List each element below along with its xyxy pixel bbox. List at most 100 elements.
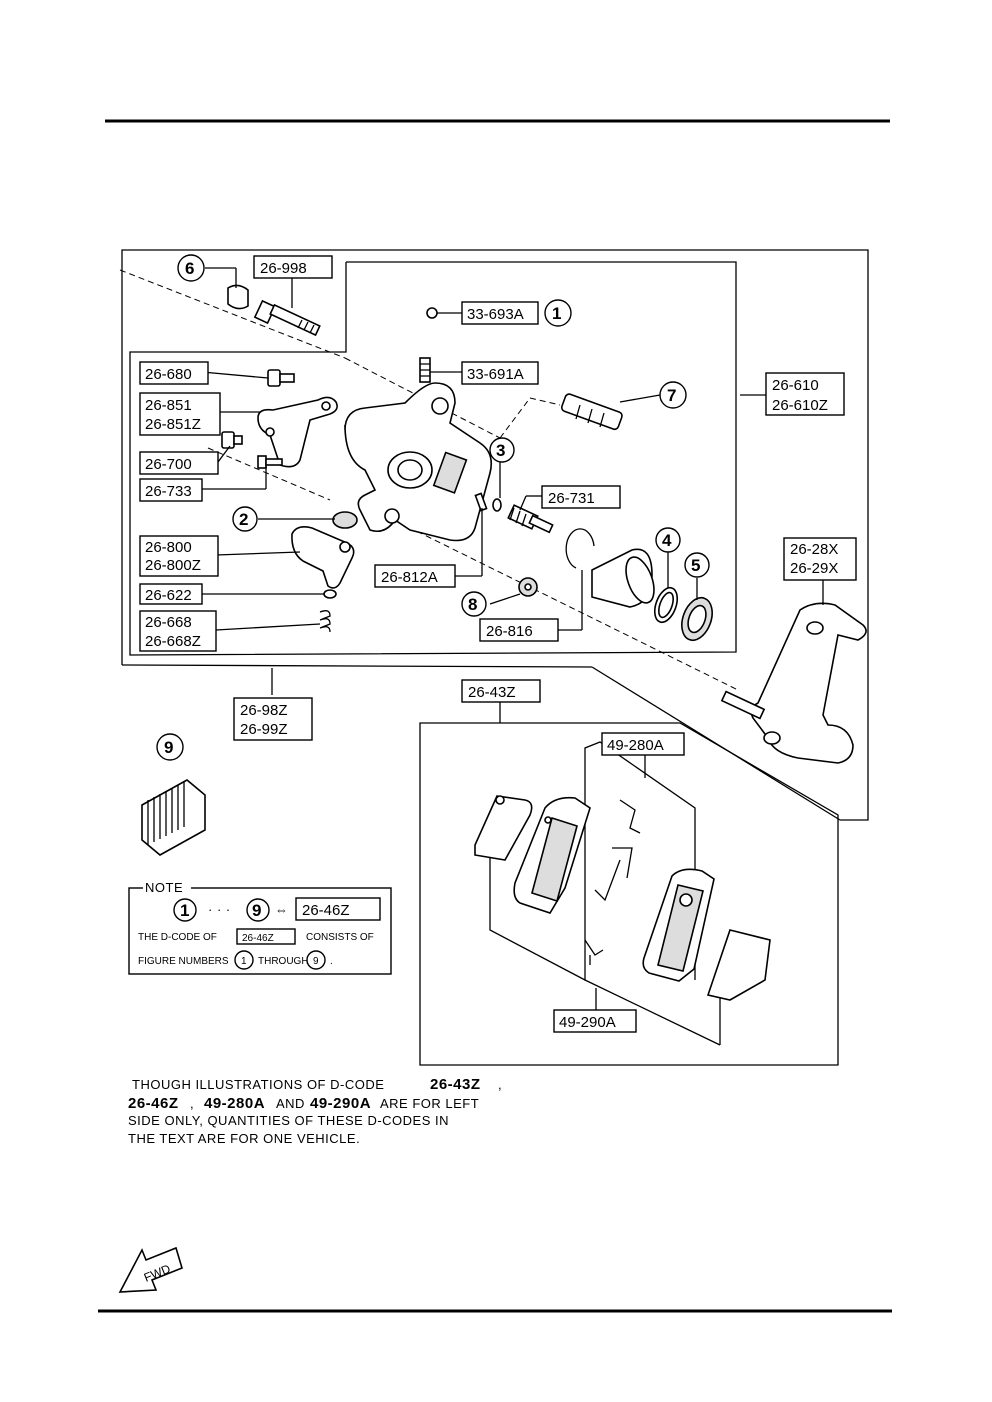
lever-boot-part <box>332 511 358 529</box>
callout-5: 5 <box>684 552 710 578</box>
svg-text:26-46Z: 26-46Z <box>128 1095 179 1112</box>
svg-text:26-28X: 26-28X <box>790 541 838 558</box>
dash-4 <box>389 517 739 691</box>
svg-text:9: 9 <box>313 956 319 967</box>
svg-text:26-816: 26-816 <box>486 623 533 640</box>
dash-3 <box>207 447 331 501</box>
outer-brake-pad-part <box>513 796 591 914</box>
svg-text:26-668Z: 26-668Z <box>145 633 201 650</box>
anti-rattle-clip-b-part <box>584 939 604 965</box>
label-49-280a: 49-280A <box>601 732 685 756</box>
leader-lines <box>201 267 824 1010</box>
callout-6: 6 <box>177 254 205 282</box>
snap-ring-part <box>565 528 595 569</box>
o-ring-part <box>492 498 502 512</box>
svg-text:49-280A: 49-280A <box>204 1095 265 1112</box>
label-26-851: 26-851 26-851Z <box>139 392 221 436</box>
outer-assembly-frame <box>121 249 869 821</box>
svg-text:AND: AND <box>276 1096 305 1111</box>
svg-text:2: 2 <box>239 510 248 529</box>
callout-4: 4 <box>655 527 681 553</box>
svg-text:6: 6 <box>185 259 194 278</box>
svg-text:4: 4 <box>662 531 672 550</box>
fwd-arrow-icon: FWD <box>118 1246 183 1293</box>
svg-text:26-800Z: 26-800Z <box>145 557 201 574</box>
washer-part <box>323 589 337 599</box>
parking-lever-bracket-part <box>257 396 338 468</box>
label-26-816: 26-816 <box>479 618 559 642</box>
svg-text:⇔: ⇔ <box>275 902 289 917</box>
piston-seal-part <box>653 586 679 624</box>
label-26-731: 26-731 <box>541 485 621 509</box>
svg-text:9: 9 <box>164 738 173 757</box>
label-26-812a: 26-812A <box>374 564 456 588</box>
pin-part <box>257 455 283 469</box>
svg-text:33-691A: 33-691A <box>467 366 524 383</box>
callout-9: 9 <box>156 733 184 761</box>
label-26-98z: 26-98Z 26-99Z <box>233 697 313 741</box>
caliper-frame <box>129 261 737 656</box>
outer-shim-part <box>474 795 533 861</box>
spring-part <box>319 610 331 633</box>
svg-text:5: 5 <box>691 556 700 575</box>
pad-frame-a <box>489 741 696 982</box>
callout-8: 8 <box>461 591 487 617</box>
svg-text:33-693A: 33-693A <box>467 306 524 323</box>
dust-cap-part <box>227 284 249 310</box>
svg-text:26-800: 26-800 <box>145 539 192 556</box>
inner-shim-part <box>706 929 771 1001</box>
note-box: NOTE 1 · · · 9 ⇔ 26-46Z THE D-CODE OF 26… <box>128 880 392 975</box>
svg-text:THE TEXT ARE FOR ONE VEHICLE.: THE TEXT ARE FOR ONE VEHICLE. <box>128 1131 360 1146</box>
callout-1: 1 <box>544 299 572 327</box>
callout-3: 3 <box>489 437 515 463</box>
dash-5 <box>529 397 561 406</box>
label-26-680: 26-680 <box>139 361 209 385</box>
inner-brake-pad-part <box>642 868 715 982</box>
label-26-800: 26-800 26-800Z <box>139 535 219 577</box>
label-26-610: 26-610 26-610Z <box>765 372 845 416</box>
nut-part <box>221 431 243 449</box>
piston-part <box>591 548 655 608</box>
svg-text:3: 3 <box>496 441 505 460</box>
svg-text:ARE FOR LEFT: ARE FOR LEFT <box>380 1096 479 1111</box>
svg-text:49-280A: 49-280A <box>607 737 664 754</box>
callout-2: 2 <box>232 506 258 532</box>
svg-text:.: . <box>330 956 333 967</box>
adjuster-spindle-part <box>507 504 554 534</box>
svg-text:26-851Z: 26-851Z <box>145 416 201 433</box>
svg-text:26-610Z: 26-610Z <box>772 397 828 414</box>
svg-text:· · ·: · · · <box>208 902 231 917</box>
pad-frame-b <box>584 979 721 1046</box>
label-49-290a: 49-290A <box>553 1009 637 1033</box>
svg-text:1: 1 <box>241 956 247 967</box>
guide-bolt-part <box>253 299 321 337</box>
svg-text:THOUGH ILLUSTRATIONS OF D-CODE: THOUGH ILLUSTRATIONS OF D-CODE <box>132 1077 384 1092</box>
label-26-28x: 26-28X 26-29X <box>783 537 857 581</box>
footer-note: THOUGH ILLUSTRATIONS OF D-CODE 26-43Z , … <box>128 1076 502 1146</box>
caliper-body-part <box>344 382 493 542</box>
adjuster-nut-part <box>518 577 538 597</box>
svg-text:CONSISTS OF: CONSISTS OF <box>306 932 374 943</box>
bleeder-screw-part <box>419 357 462 383</box>
svg-text:7: 7 <box>667 386 676 405</box>
svg-text:1: 1 <box>180 901 189 920</box>
svg-text:1: 1 <box>552 304 561 323</box>
dust-boot-part <box>681 596 713 642</box>
svg-text:26-610: 26-610 <box>772 377 819 394</box>
svg-text:26-680: 26-680 <box>145 366 192 383</box>
label-26-998: 26-998 <box>253 255 333 279</box>
parking-lever-part <box>291 526 355 589</box>
svg-text:26-998: 26-998 <box>260 260 307 277</box>
svg-text:26-668: 26-668 <box>145 614 192 631</box>
label-33-693a: 33-693A <box>461 301 539 325</box>
svg-text:26-700: 26-700 <box>145 456 192 473</box>
screw-part <box>267 369 295 387</box>
svg-text:SIDE ONLY, QUANTITIES OF THESE: SIDE ONLY, QUANTITIES OF THESE D-CODES I… <box>128 1113 449 1128</box>
svg-text:49-290A: 49-290A <box>310 1095 371 1112</box>
guide-pin-part <box>560 393 623 431</box>
pad-set-frame <box>419 722 839 1066</box>
anti-rattle-clip-a-part <box>594 799 641 902</box>
svg-text:,: , <box>190 1096 194 1111</box>
svg-text:49-290A: 49-290A <box>559 1014 616 1031</box>
